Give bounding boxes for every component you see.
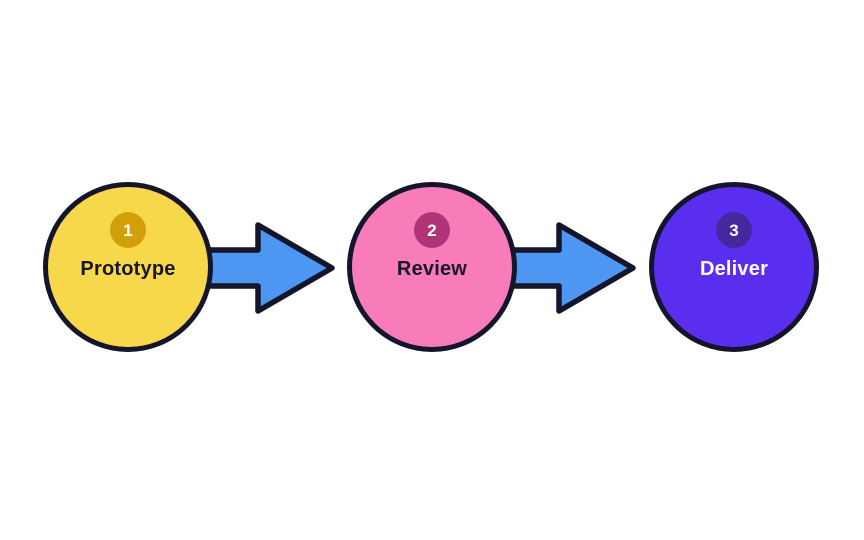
step-number-badge: 1 (109, 212, 146, 248)
step-label: Deliver (699, 258, 769, 280)
flow-arrow-2[interactable] (505, 218, 637, 318)
step-number-badge: 2 (413, 212, 450, 248)
step-number-badge: 3 (715, 212, 752, 248)
flow-arrow-1[interactable] (204, 218, 336, 318)
step-label: Prototype (80, 258, 176, 280)
arrow-shape (506, 222, 636, 314)
step-node-prototype[interactable]: 1 Prototype (43, 182, 213, 352)
step-content: 2 Review (397, 212, 467, 281)
arrow-shape (205, 222, 335, 314)
step-content: 1 Prototype (80, 212, 175, 281)
step-label: Review (396, 258, 468, 280)
step-content: 3 Deliver (700, 212, 768, 281)
step-node-deliver[interactable]: 3 Deliver (649, 182, 819, 352)
step-node-review[interactable]: 2 Review (347, 182, 517, 352)
